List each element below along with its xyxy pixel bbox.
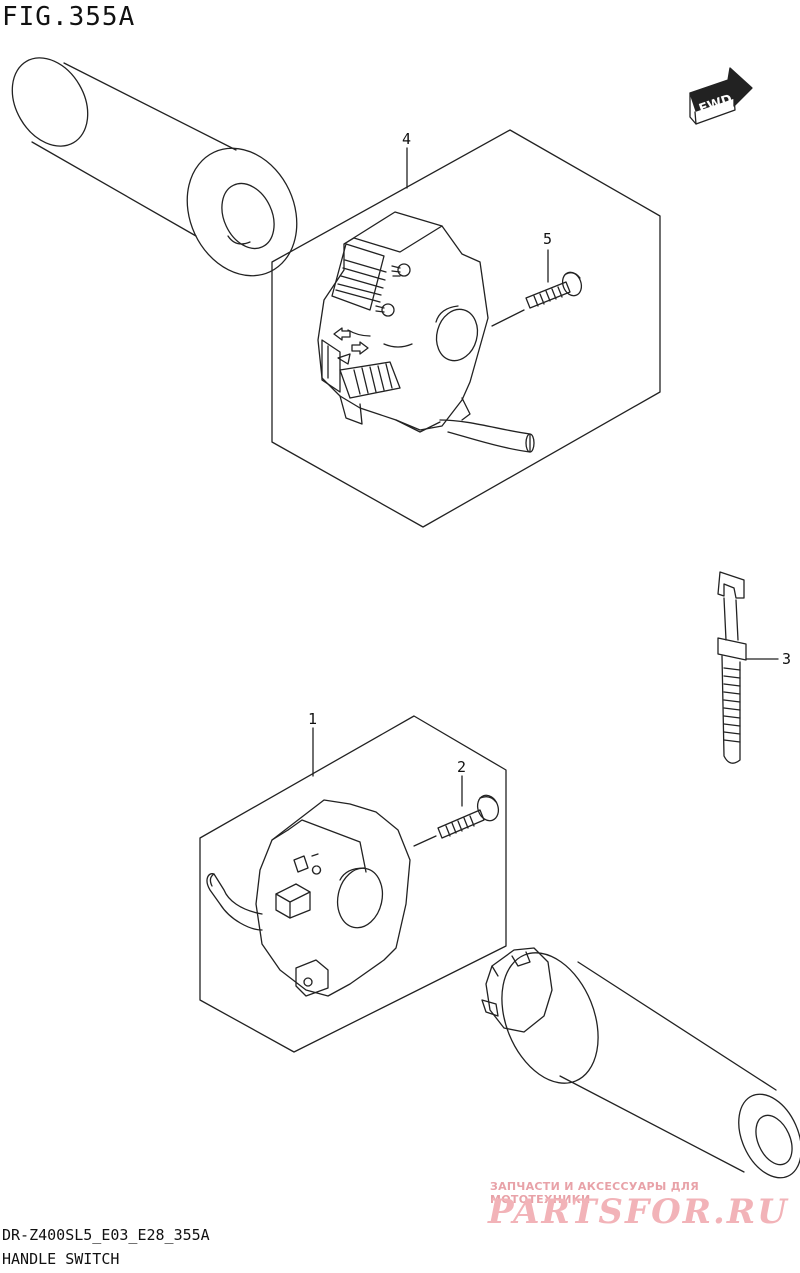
callout-5: 5 [543, 230, 552, 248]
screw-5 [491, 249, 583, 327]
model-code: DR-Z400SL5_E03_E28_355A [2, 1226, 210, 1244]
diagram-caption: HANDLE SWITCH [2, 1250, 120, 1268]
callout-4: 4 [402, 130, 411, 148]
assembly-box-1 [199, 715, 507, 1053]
cable-tie-3 [717, 571, 779, 764]
watermark-logo: PARTSFOR.RU [488, 1192, 789, 1232]
watermark-tagline: ЗАПЧАСТИ И АКСЕССУАРЫ ДЛЯ МОТОТЕХНИКИ [490, 1180, 700, 1206]
throttle-grip [481, 947, 800, 1179]
left-handle-switch [206, 799, 411, 997]
screw-2 [413, 775, 500, 847]
callout-1: 1 [308, 710, 317, 728]
callout-3: 3 [782, 650, 791, 668]
figure-title: FIG.355A [2, 2, 136, 32]
callout-2: 2 [457, 758, 466, 776]
right-handle-switch [317, 211, 535, 453]
fwd-arrow-icon [689, 67, 753, 125]
left-grip [11, 57, 298, 277]
assembly-box-4 [271, 129, 661, 528]
